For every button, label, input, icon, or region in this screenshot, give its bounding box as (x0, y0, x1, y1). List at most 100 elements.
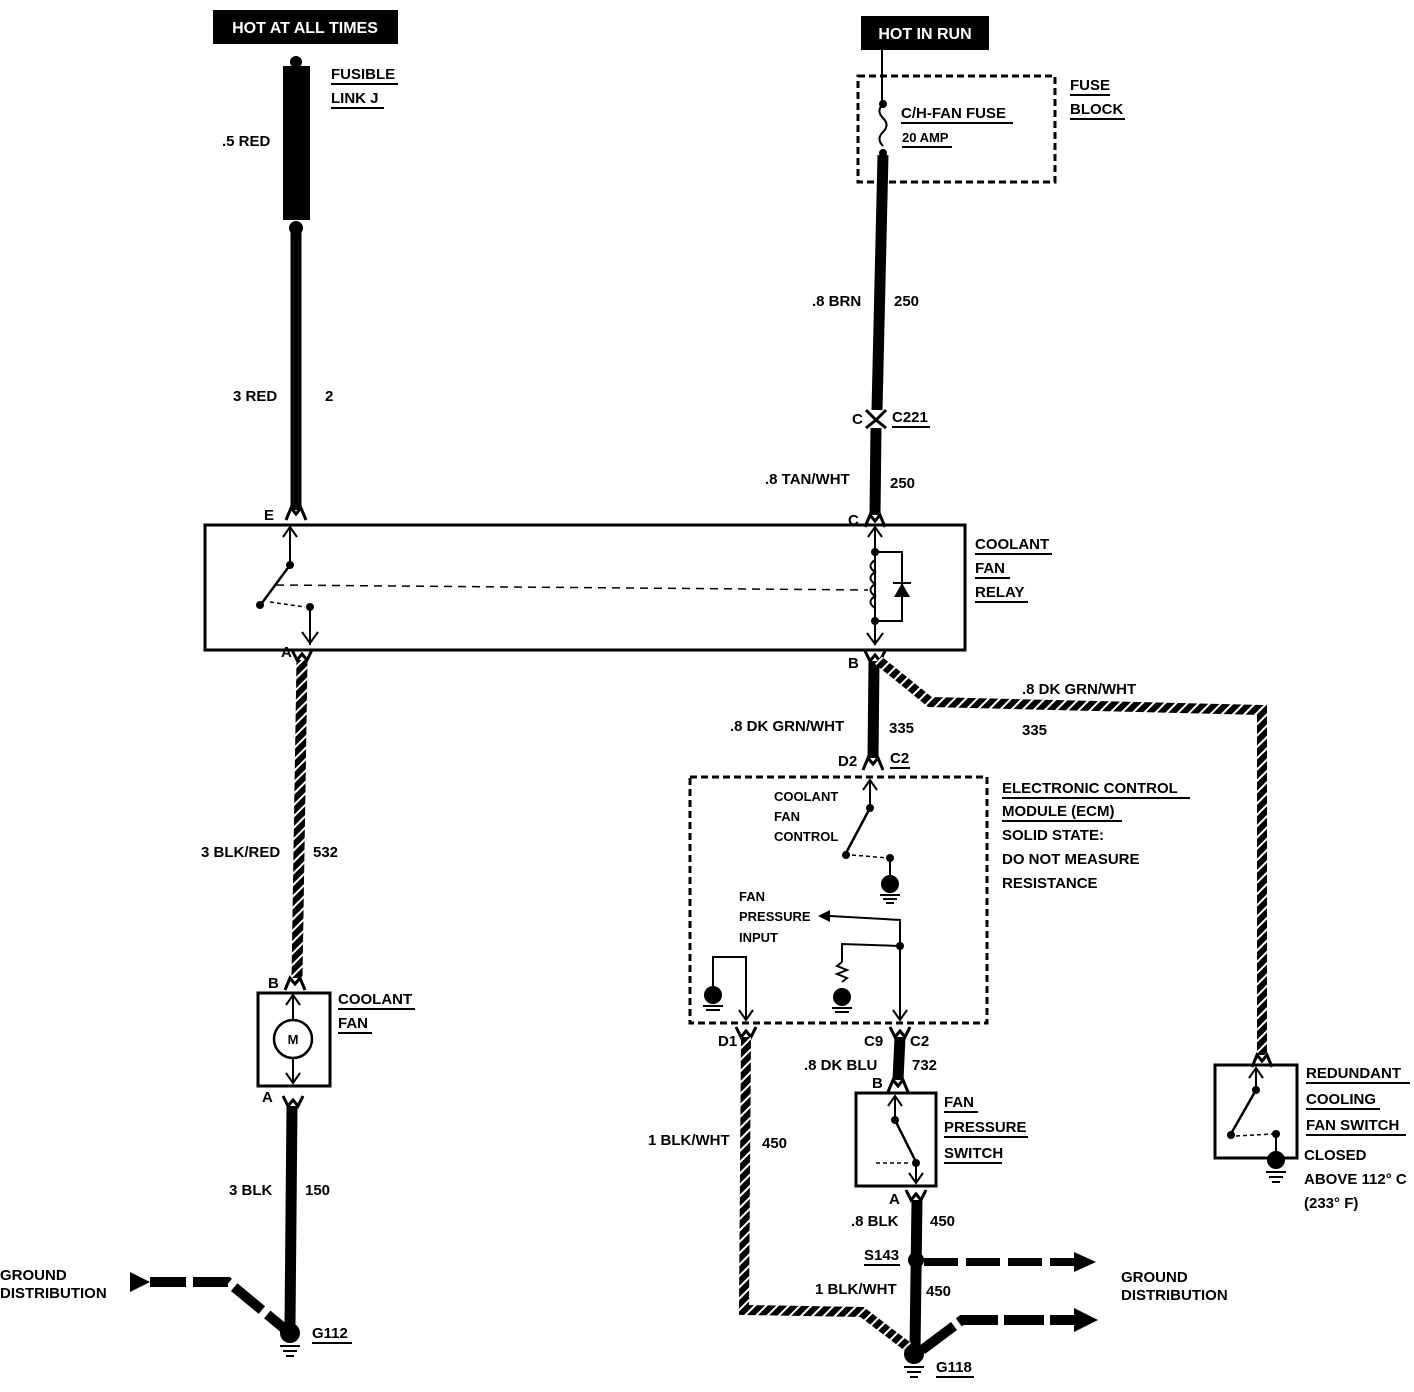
ground-distribution-left-2: DISTRIBUTION (0, 1285, 107, 1302)
wire-label-08-dk-grn-wht-b: .8 DK GRN/WHT (1022, 681, 1136, 698)
ground-g118-dot (904, 1344, 924, 1364)
ground-g112-label: G112 (312, 1325, 348, 1342)
banner-hot-in-run-text: HOT IN RUN (878, 26, 971, 43)
wire-label-3-red: 3 RED (233, 388, 277, 405)
banner-hot-at-all-times-text: HOT AT ALL TIMES (232, 20, 378, 37)
wire-label-05-red: .5 RED (222, 133, 271, 150)
hot-at-all-times-banner: HOT AT ALL TIMES (213, 10, 398, 44)
splice-s143 (908, 1252, 924, 1268)
circuit-number-335-b: 335 (1022, 722, 1047, 739)
coolant-fan-label-1: COOLANT (338, 991, 412, 1008)
ecm-pressure-input-label-3: INPUT (739, 930, 778, 945)
redundant-switch-label-3: FAN SWITCH (1306, 1117, 1399, 1134)
ecm-label-1: ELECTRONIC CONTROL (1002, 780, 1178, 797)
ecm-fan-control-switch (842, 778, 900, 904)
fusible-link-j (283, 56, 310, 235)
ecm-label-4: DO NOT MEASURE (1002, 851, 1140, 868)
fuse-icon (878, 100, 888, 157)
ecm-pressure-input-label-1: FAN (739, 889, 765, 904)
wire-1-blk-wht (738, 1036, 916, 1354)
circuit-number-450-b: 450 (930, 1213, 955, 1230)
wire-08-dk-grn-wht-switch (874, 656, 1267, 1055)
splice-s143-label: S143 (864, 1247, 899, 1264)
wire-08-dk-grn-wht-ecm (867, 660, 880, 759)
wire-08-tan-wht (869, 427, 882, 516)
fan-pin-a: A (262, 1089, 273, 1106)
circuit-number-2: 2 (325, 388, 333, 405)
switch-pin-a: A (889, 1191, 900, 1208)
fuse-block-label-2: BLOCK (1070, 101, 1123, 118)
redundant-switch-label-1: REDUNDANT (1306, 1065, 1401, 1082)
fuse-name: C/H-FAN FUSE (901, 105, 1006, 122)
redundant-cooling-fan-switch (1213, 1063, 1299, 1183)
wire-label-08-dk-blu: .8 DK BLU (804, 1057, 877, 1074)
wire-3-blk-red (291, 659, 308, 979)
coolant-fan-motor: M (256, 991, 332, 1088)
ground-g112-dot (280, 1323, 300, 1343)
motor-icon (272, 1018, 314, 1060)
fuse-block-label-1: FUSE (1070, 77, 1110, 94)
relay-label-2: FAN (975, 560, 1005, 577)
ecm-pressure-input-label-2: PRESSURE (739, 909, 811, 924)
fan-pressure-switch-label-1: FAN (944, 1094, 974, 1111)
wire-label-3-blk-red: 3 BLK/RED (201, 844, 280, 861)
wire-3-blk (284, 1105, 298, 1326)
ecm-pressure-input-circuit (703, 910, 908, 1022)
circuit-number-532: 532 (313, 844, 338, 861)
wire-label-1-blk-wht-a: 1 BLK/WHT (648, 1132, 730, 1149)
ecm-fan-control-label-1: COOLANT (774, 789, 838, 804)
circuit-number-335-a: 335 (889, 720, 914, 737)
wire-08-brn (871, 154, 889, 411)
redundant-switch-label-6: (233° F) (1304, 1195, 1358, 1212)
coolant-fan-label-2: FAN (338, 1015, 368, 1032)
ecm-pin-d2: D2 (838, 753, 857, 770)
wire-08-blk (909, 1199, 923, 1351)
circuit-number-250-a: 250 (894, 293, 919, 310)
connector-c221-label: C221 (892, 409, 928, 426)
fuse-block (856, 74, 1057, 184)
ecm-label-3: SOLID STATE: (1002, 827, 1104, 844)
wire-label-1-blk-wht-b: 1 BLK/WHT (815, 1281, 897, 1298)
fan-pressure-switch-label-3: SWITCH (944, 1145, 1003, 1162)
fusible-link-label-2: LINK J (331, 90, 379, 107)
ground-g118-icon (904, 1366, 924, 1378)
redundant-switch-label-2: COOLING (1306, 1091, 1376, 1108)
circuit-number-150: 150 (305, 1182, 330, 1199)
circuit-number-732: 732 (912, 1057, 937, 1074)
ground-g118-label: G118 (936, 1359, 972, 1376)
fan-pressure-switch (854, 1091, 938, 1188)
fusible-link-label-1: FUSIBLE (331, 66, 395, 83)
switch-pin-b: B (872, 1075, 883, 1092)
hot-in-run-banner: HOT IN RUN (861, 16, 989, 50)
fuse-rating: 20 AMP (902, 130, 949, 145)
relay-label-1: COOLANT (975, 536, 1049, 553)
relay-label-3: RELAY (975, 584, 1024, 601)
ground-distribution-left-1: GROUND (0, 1267, 67, 1284)
wire-label-08-brn: .8 BRN (812, 293, 861, 310)
circuit-number-450-a: 450 (762, 1135, 787, 1152)
ground-distribution-right-2: DISTRIBUTION (1121, 1287, 1228, 1304)
redundant-switch-label-5: ABOVE 112° C (1304, 1171, 1407, 1188)
relay-pin-b: B (848, 655, 859, 672)
wire-08-dk-blu (892, 1036, 906, 1081)
motor-symbol: M (288, 1032, 299, 1047)
ecm-connector-c2-top: C2 (890, 750, 909, 767)
wire-label-08-tan-wht: .8 TAN/WHT (765, 471, 850, 488)
connector-c221 (864, 408, 888, 430)
ground-g112-icon (280, 1345, 300, 1357)
fan-pressure-switch-label-2: PRESSURE (944, 1119, 1027, 1136)
relay-pin-c: C (848, 512, 859, 529)
wire-label-3-blk: 3 BLK (229, 1182, 273, 1199)
redundant-switch-label-4: CLOSED (1304, 1147, 1367, 1164)
ecm-label-2: MODULE (ECM) (1002, 803, 1115, 820)
ecm-pin-c9: C9 (864, 1033, 883, 1050)
ecm-fan-control-label-3: CONTROL (774, 829, 838, 844)
fan-pin-b: B (268, 975, 279, 992)
ecm-module (688, 775, 989, 1025)
wire-label-08-dk-grn-wht-a: .8 DK GRN/WHT (730, 718, 844, 735)
ecm-pin-d1: D1 (718, 1033, 737, 1050)
ground-distribution-right-1: GROUND (1121, 1269, 1188, 1286)
circuit-number-250-b: 250 (890, 475, 915, 492)
wire-label-08-blk: .8 BLK (851, 1213, 899, 1230)
